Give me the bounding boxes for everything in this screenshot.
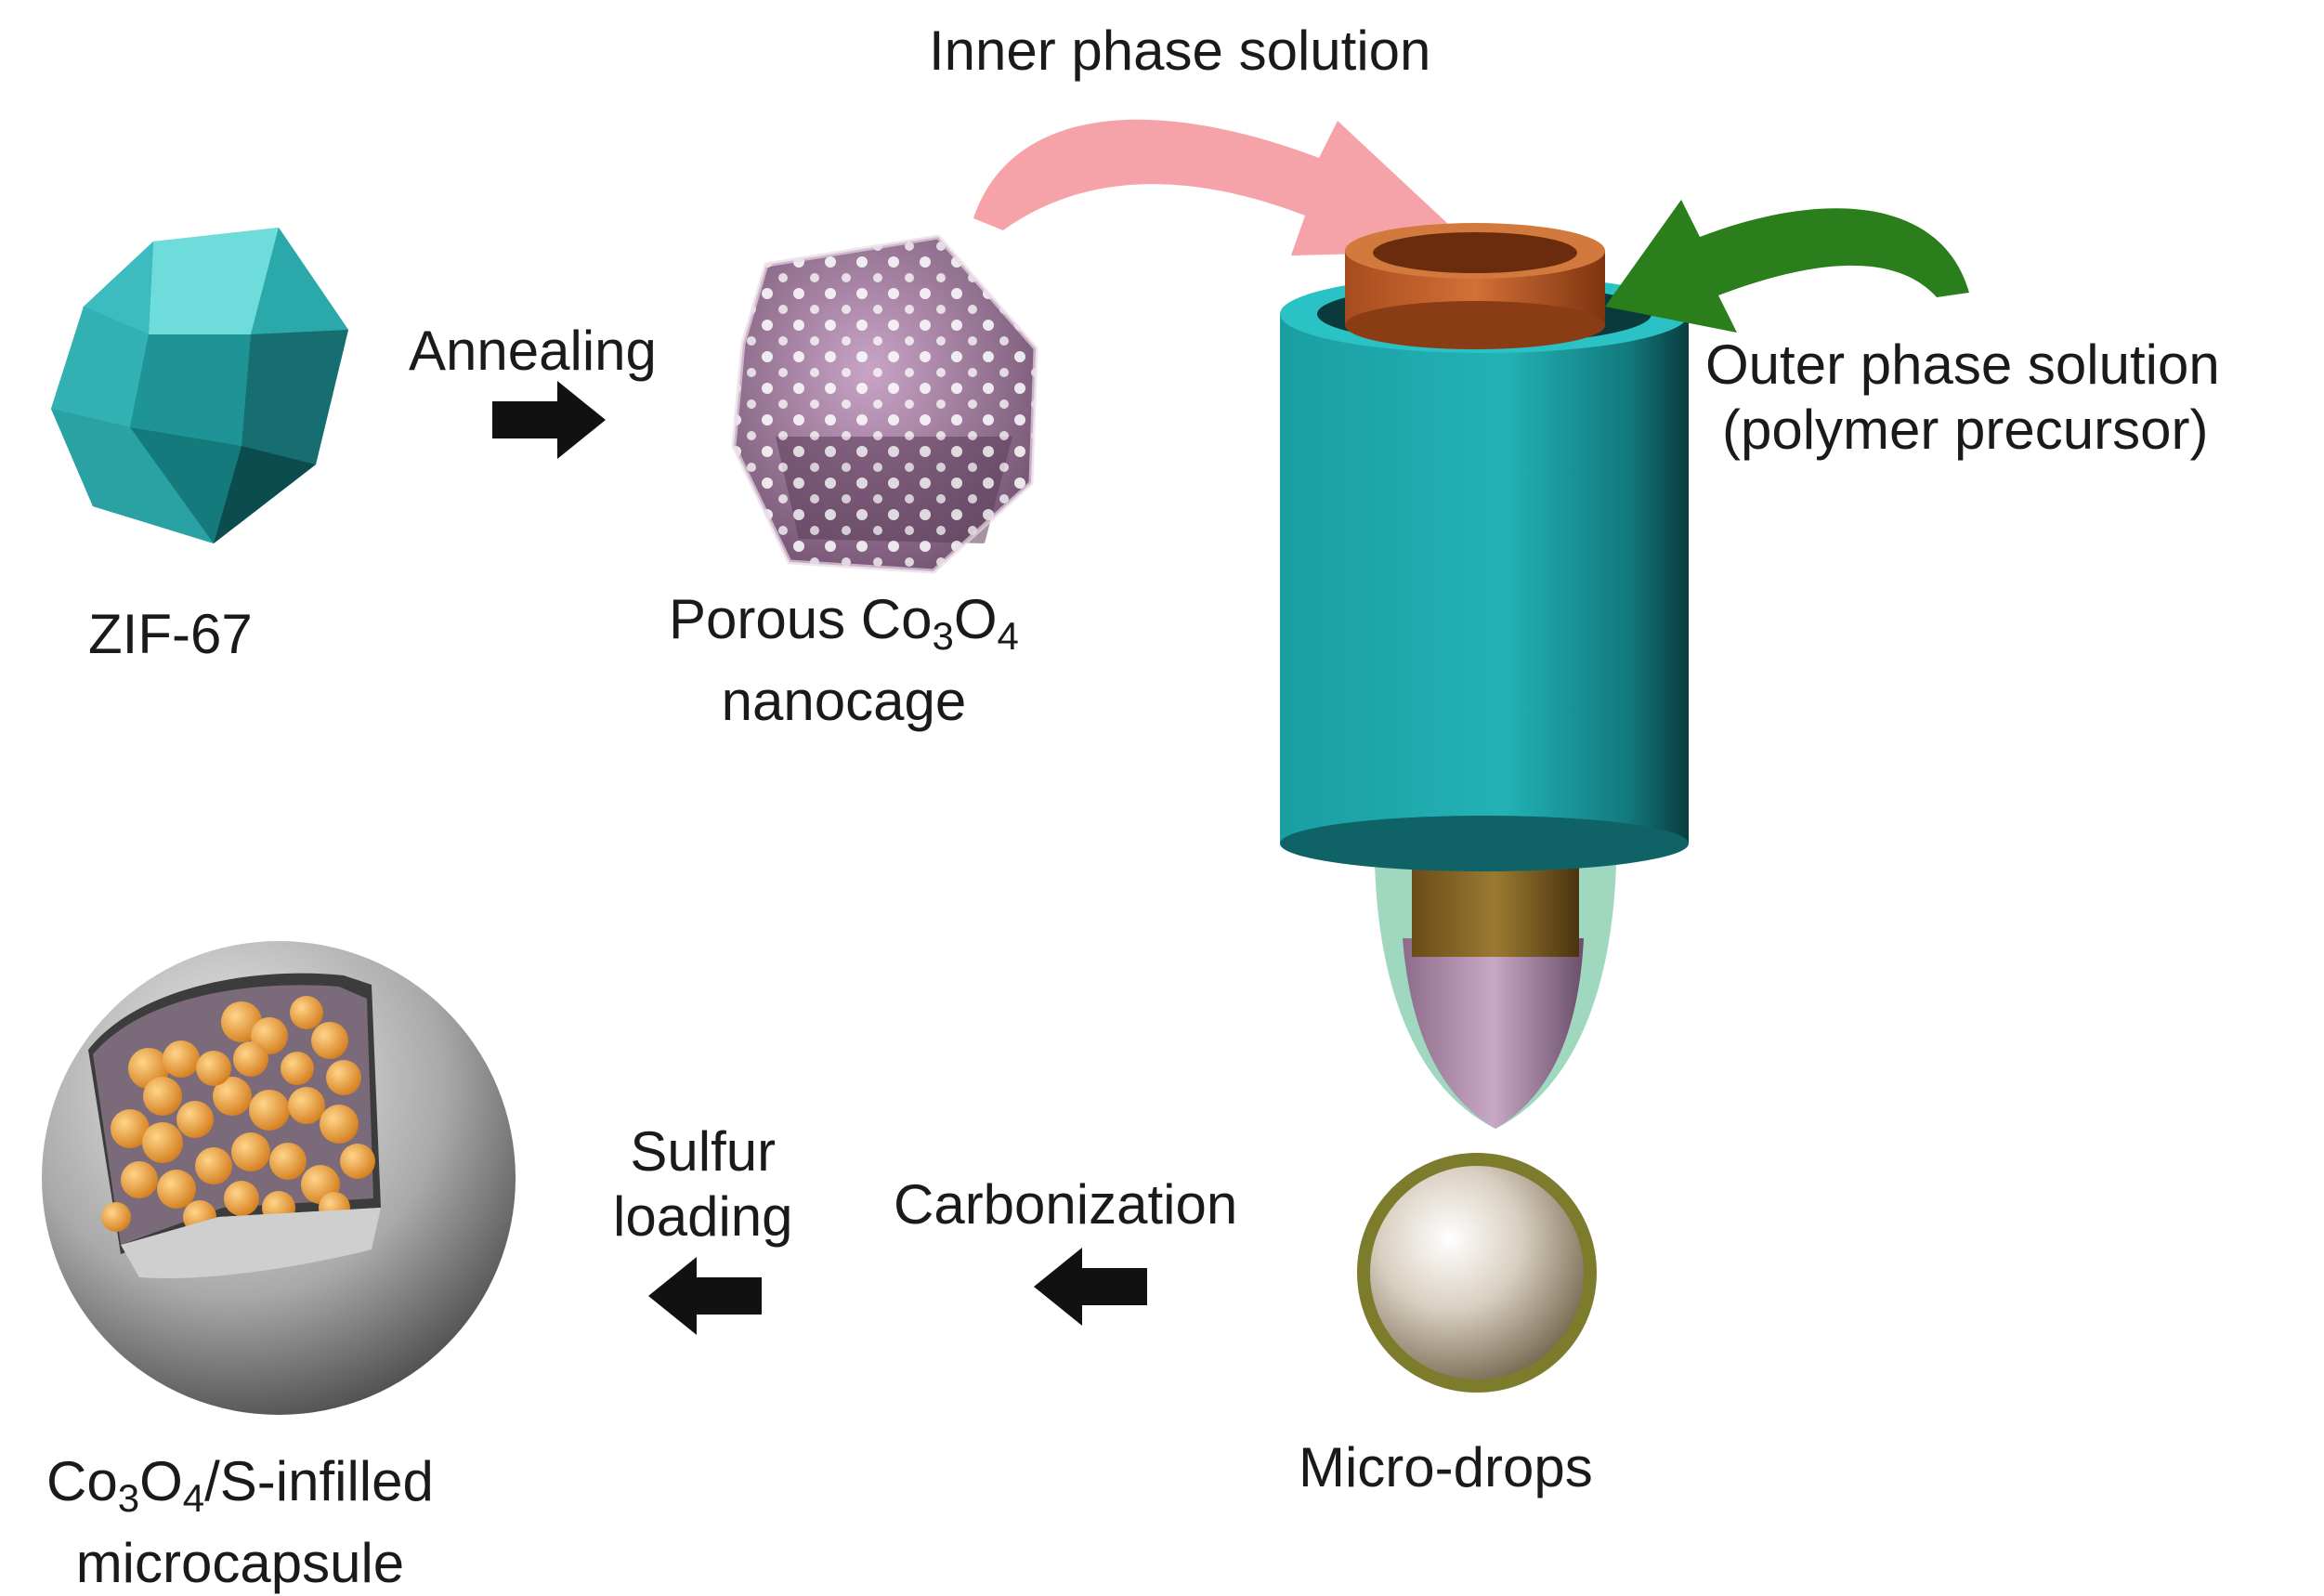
annealing-label: Annealing: [409, 320, 657, 382]
sulfur-line-1: Sulfur: [630, 1120, 777, 1183]
outer-phase-arrow: [1605, 200, 1969, 333]
annealing-arrow: [492, 381, 606, 459]
porous-nanocage: [731, 234, 1038, 574]
inner-phase-label: Inner phase solution: [929, 20, 1431, 82]
zif-67-label: ZIF-67: [88, 603, 253, 665]
inner-phase-arrow: [973, 119, 1477, 255]
carbonization-label: Carbonization: [894, 1173, 1238, 1236]
sulfur-loading-arrow: [648, 1257, 762, 1335]
outer-phase-line-1: Outer phase solution: [1705, 334, 2220, 396]
capsule-line-1: Co3O4/S-infilled: [46, 1450, 434, 1520]
outer-phase-label: Outer phase solution (polymer precursor): [1705, 333, 2220, 463]
micro-drop: [1357, 1153, 1597, 1393]
carbonization-arrow: [1034, 1248, 1147, 1326]
coaxial-nozzle: [1280, 223, 1689, 1129]
sulfur-line-2: loading: [613, 1185, 793, 1248]
outer-phase-line-2: (polymer precursor): [1722, 399, 2209, 461]
microcapsule: [42, 941, 516, 1415]
zif-67-polyhedron: [51, 228, 348, 543]
capsule-line-2: microcapsule: [75, 1532, 405, 1594]
micro-drops-label: Micro-drops: [1299, 1436, 1593, 1498]
porous-line-1: Porous Co3O4: [669, 588, 1019, 658]
porous-line-2: nanocage: [721, 670, 967, 732]
microcapsule-label: Co3O4/S-infilled microcapsule: [46, 1449, 434, 1596]
sulfur-loading-label: Sulfur loading: [613, 1119, 793, 1249]
porous-nanocage-label: Porous Co3O4 nanocage: [669, 587, 1019, 734]
